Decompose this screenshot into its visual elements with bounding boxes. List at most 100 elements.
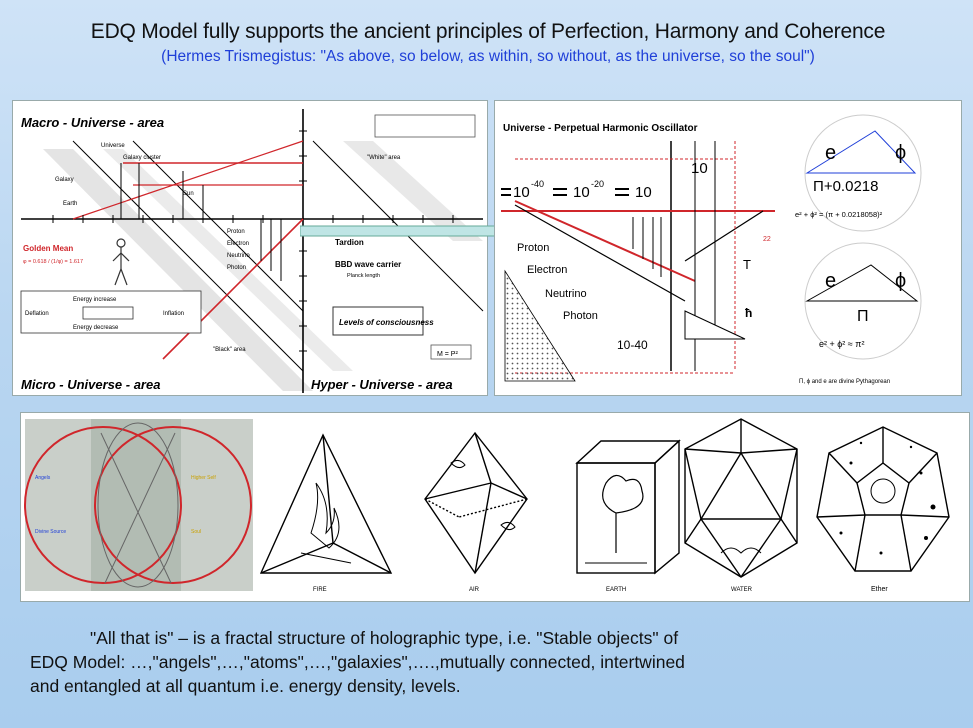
inflation-label: Inflation	[163, 311, 184, 317]
energy-increase-label: Energy increase	[73, 297, 117, 303]
platonic-solids-panel: Angels Higher Self Divine Source Soul FI…	[20, 412, 970, 602]
venn-label: Divine Source	[35, 529, 66, 535]
sun-label: Sun	[183, 191, 194, 197]
symbol-e-top: e	[825, 142, 836, 164]
levels-box	[332, 306, 424, 336]
footer-line-2: EDQ Model: …,"angels",…,"atoms",…,"galax…	[30, 652, 685, 672]
fire-label: FIRE	[313, 587, 327, 593]
air-octahedron-icon	[424, 431, 528, 575]
deflation-label: Deflation	[25, 311, 49, 317]
power-exp: -20	[591, 179, 604, 189]
formula-box	[374, 114, 476, 138]
hatched-band	[103, 149, 353, 371]
slide-subtitle: (Hermes Trismegistus: "As above, so belo…	[161, 48, 815, 65]
levels-label: Levels of consciousness	[339, 318, 434, 327]
power-base: 10	[635, 184, 652, 201]
equation-top: e² + ϕ² = (π + 0.0218058)²	[795, 210, 883, 219]
micro-area-label: Micro - Universe - area	[21, 377, 160, 392]
y-axis-ticks	[299, 130, 307, 352]
equals-signs	[501, 188, 629, 196]
osc-dim-label: 22	[763, 236, 771, 243]
golden-mean-values: φ = 0.618 / (1/φ) = 1.617	[23, 259, 83, 265]
footer-text: "All that is" – is a fractal structure o…	[30, 626, 960, 698]
osc-proton-label: Proton	[517, 242, 549, 254]
hyper-area-label: Hyper - Universe - area	[311, 377, 453, 392]
osc-h-label: ħ	[745, 306, 752, 320]
earth-label: Earth	[63, 201, 77, 207]
hatched-band	[343, 141, 483, 241]
vesica-ellipse	[97, 422, 179, 588]
power-exp: -40	[531, 179, 544, 189]
fire-tetrahedron-icon	[259, 433, 393, 574]
osc-neutrino-label: Neutrino	[545, 288, 587, 300]
white-area-label: "White" area	[367, 155, 401, 161]
level-bars	[120, 163, 282, 281]
formula-label: M = P²	[437, 351, 458, 358]
venn-label: Soul	[191, 529, 201, 535]
proton-label: Proton	[227, 229, 245, 235]
dotted-triangle	[504, 269, 576, 382]
venn-label: Angels	[35, 475, 51, 481]
pythagorean-triangle-top	[805, 130, 917, 174]
air-label: AIR	[469, 587, 480, 593]
universe-label: Universe	[101, 143, 125, 149]
formula-box-bottom	[430, 344, 472, 360]
equation-bottom: e² + ϕ² ≈ π²	[819, 339, 864, 349]
red-diagonal	[72, 140, 304, 220]
ether-label: Ether	[871, 586, 888, 593]
symbol-e-bottom: e	[825, 270, 836, 292]
power-base: 10	[573, 184, 590, 201]
pythagorean-triangle-bottom	[805, 264, 919, 302]
macro-universe-diagram: Macro - Universe - area Universe Galaxy …	[20, 109, 484, 393]
macro-universe-panel: Macro - Universe - area Universe Galaxy …	[12, 100, 488, 396]
small-triangle	[684, 310, 746, 340]
footer-line-3: and entangled at all quantum i.e. energy…	[30, 676, 461, 696]
power-base: 10	[513, 184, 530, 201]
oscillator-title: Universe - Perpetual Harmonic Oscillator	[503, 123, 698, 134]
tardion-label: Tardion	[335, 238, 364, 247]
neutrino-label: Neutrino	[227, 253, 250, 259]
pythagorean-circle-top	[804, 114, 922, 232]
venn-label: Higher Self	[191, 475, 216, 481]
oscillator-panel: Universe - Perpetual Harmonic Oscillator…	[494, 100, 962, 396]
symbol-pi-bottom: Π	[857, 308, 869, 325]
diagonal-line	[72, 140, 304, 372]
oscillator-diagram: Universe - Perpetual Harmonic Oscillator…	[501, 114, 922, 385]
red-diagonal	[162, 218, 304, 360]
galaxy-cluster-label: Galaxy cluster	[123, 155, 161, 161]
vesica-circle-right	[94, 426, 252, 584]
energy-decrease-label: Energy decrease	[73, 325, 119, 331]
x-axis-ticks	[52, 215, 454, 223]
water-label: WATER	[731, 587, 753, 593]
symbol-phi-top: ϕ	[895, 142, 906, 164]
power-base: 10	[691, 160, 708, 177]
diagonal-line	[132, 140, 304, 312]
pythagorean-legend: Π, ϕ and e are divine Pythagorean	[799, 379, 890, 385]
pi-formula: Π+0.0218	[813, 178, 878, 195]
osc-diagonal	[514, 204, 686, 302]
particle-bars	[632, 217, 662, 277]
osc-photon-label: Photon	[563, 310, 598, 322]
osc-diagonal	[684, 210, 764, 262]
electron-label: Electron	[227, 241, 249, 247]
vesica-line	[104, 432, 176, 584]
slide-title: EDQ Model fully supports the ancient pri…	[90, 20, 886, 43]
platonic-solids-diagram: Angels Higher Self Divine Source Soul FI…	[24, 418, 950, 593]
pythagorean-circle-bottom	[804, 242, 922, 360]
earth-cube-icon	[575, 439, 681, 575]
osc-t-label: T	[743, 257, 751, 272]
vesica-center	[91, 419, 181, 591]
vesica-line	[100, 432, 172, 584]
bbd-label: BBD wave carrier	[335, 260, 401, 269]
hatched-band	[43, 149, 313, 391]
osc-diagonal	[514, 200, 696, 282]
osc-electron-label: Electron	[527, 264, 567, 276]
energy-box	[20, 290, 202, 334]
ether-stars	[839, 441, 936, 555]
galaxy-label: Galaxy	[55, 177, 74, 183]
planck-label: Planck length	[347, 273, 380, 279]
water-icosahedron-icon	[684, 418, 798, 578]
energy-center-box	[82, 306, 134, 320]
black-area-label: "Black" area	[213, 347, 246, 353]
